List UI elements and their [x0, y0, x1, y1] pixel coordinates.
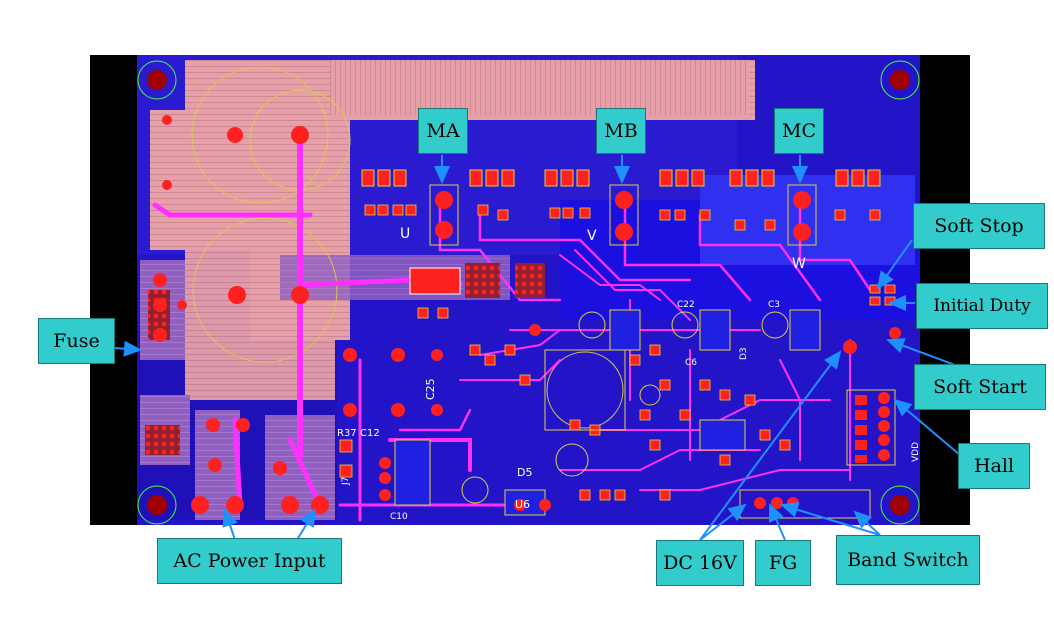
- silk-d3: D3: [739, 347, 749, 360]
- through-hole-pads: [153, 115, 901, 514]
- silk-u6: U6: [515, 498, 530, 511]
- callout-mc: MC: [774, 108, 824, 154]
- silk-j7: J7: [341, 477, 351, 486]
- motor-connectors: [361, 169, 881, 187]
- heatsink-pad-array-3: [145, 425, 180, 455]
- callout-fuse: Fuse: [38, 318, 115, 364]
- ic-packages: [394, 309, 821, 516]
- silk-c12: C12: [360, 428, 380, 439]
- silk-r37: R37: [337, 428, 357, 439]
- silk-c10: C10: [390, 512, 408, 522]
- silk-c25: C25: [424, 378, 437, 400]
- callout-ac-power-input: AC Power Input: [157, 538, 342, 584]
- mounting-hole-top-left: [137, 60, 177, 100]
- silk-c22: C22: [677, 300, 695, 310]
- silk-u: U: [400, 226, 410, 242]
- silk-d5: D5: [517, 466, 532, 479]
- callout-hall: Hall: [958, 443, 1030, 489]
- callout-initial-duty: Initial Duty: [916, 283, 1048, 329]
- smd-resistors: [339, 204, 896, 501]
- heatsink-pad-array-1: [465, 263, 500, 298]
- callout-fg: FG: [755, 540, 811, 586]
- callout-dc-16v: DC 16V: [656, 540, 744, 586]
- hall-connector-pads: [855, 395, 867, 463]
- pcb-board: U V W C25 R37 C12 U6 D5 C10 C22 C3 C6 D3…: [90, 55, 970, 525]
- callout-arrows: [114, 155, 961, 541]
- rectifier-component: [409, 267, 461, 295]
- small-capacitors: [461, 311, 789, 504]
- capacitor-c14-outline: [544, 349, 626, 431]
- callout-soft-stop: Soft Stop: [913, 203, 1045, 249]
- bulk-capacitor-outlines: [191, 66, 624, 429]
- phase-output-pads: [429, 184, 817, 246]
- callout-ma: MA: [418, 108, 468, 154]
- silk-v: V: [587, 228, 597, 244]
- silk-c3: C3: [768, 300, 780, 310]
- mounting-hole-bottom-left: [137, 485, 177, 525]
- hall-connector-outline: [846, 389, 896, 466]
- silk-c6: C6: [685, 358, 697, 368]
- mounting-hole-bottom-right: [880, 485, 920, 525]
- callout-soft-start: Soft Start: [914, 364, 1046, 410]
- mounting-hole-top-right: [880, 60, 920, 100]
- silk-vdd: VDD: [911, 442, 921, 462]
- callout-band-switch: Band Switch: [836, 535, 980, 585]
- callout-mb: MB: [596, 108, 646, 154]
- heatsink-pad-array-2: [515, 263, 545, 298]
- silk-w: W: [792, 256, 806, 272]
